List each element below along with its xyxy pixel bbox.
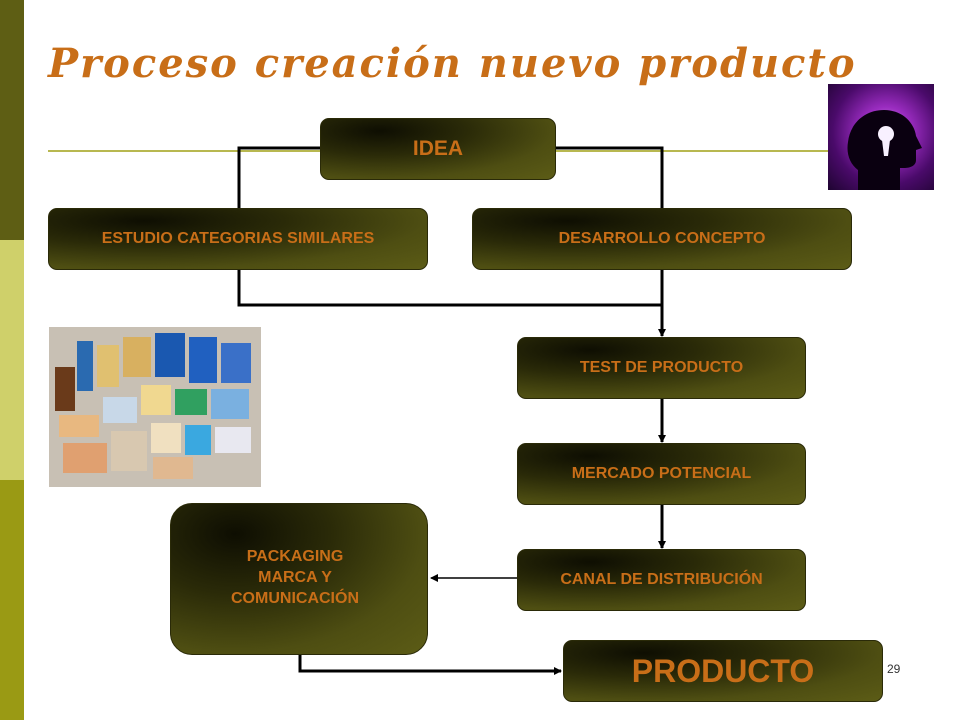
- connector-idea-right: [556, 146, 666, 337]
- packaging-line-2: MARCA Y: [258, 569, 332, 586]
- node-mercado-potencial: MERCADO POTENCIAL: [517, 443, 806, 505]
- node-canal-distribucion: CANAL DE DISTRIBUCIÓN: [517, 549, 806, 611]
- sidebar-band-top: [0, 0, 24, 240]
- node-desarrollo-concepto: DESARROLLO CONCEPTO: [472, 208, 852, 270]
- node-producto: PRODUCTO: [563, 640, 883, 702]
- food-products-image: [49, 327, 261, 487]
- packaging-line-3: COMUNICACIÓN: [231, 590, 359, 607]
- sidebar-band-middle: [0, 240, 24, 480]
- slide-sidebar: [0, 0, 24, 720]
- slide-title: Proceso creación nuevo producto: [48, 40, 857, 87]
- node-packaging-marca: PACKAGING MARCA Y COMUNICACIÓN: [170, 503, 428, 655]
- node-estudio-categorias: ESTUDIO CATEGORIAS SIMILARES: [48, 208, 428, 270]
- node-idea: IDEA: [320, 118, 556, 180]
- connector-packaging-producto: [298, 655, 562, 675]
- page-number: 29: [887, 662, 901, 676]
- head-silhouette-icon: [847, 110, 922, 190]
- head-keyhole-image: [828, 84, 934, 190]
- food-products-illustration: [55, 333, 251, 479]
- node-test-producto: TEST DE PRODUCTO: [517, 337, 806, 399]
- packaging-line-1: PACKAGING: [246, 548, 344, 565]
- packaging-text: PACKAGING MARCA Y COMUNICACIÓN: [231, 546, 359, 609]
- sidebar-band-bottom: [0, 480, 24, 720]
